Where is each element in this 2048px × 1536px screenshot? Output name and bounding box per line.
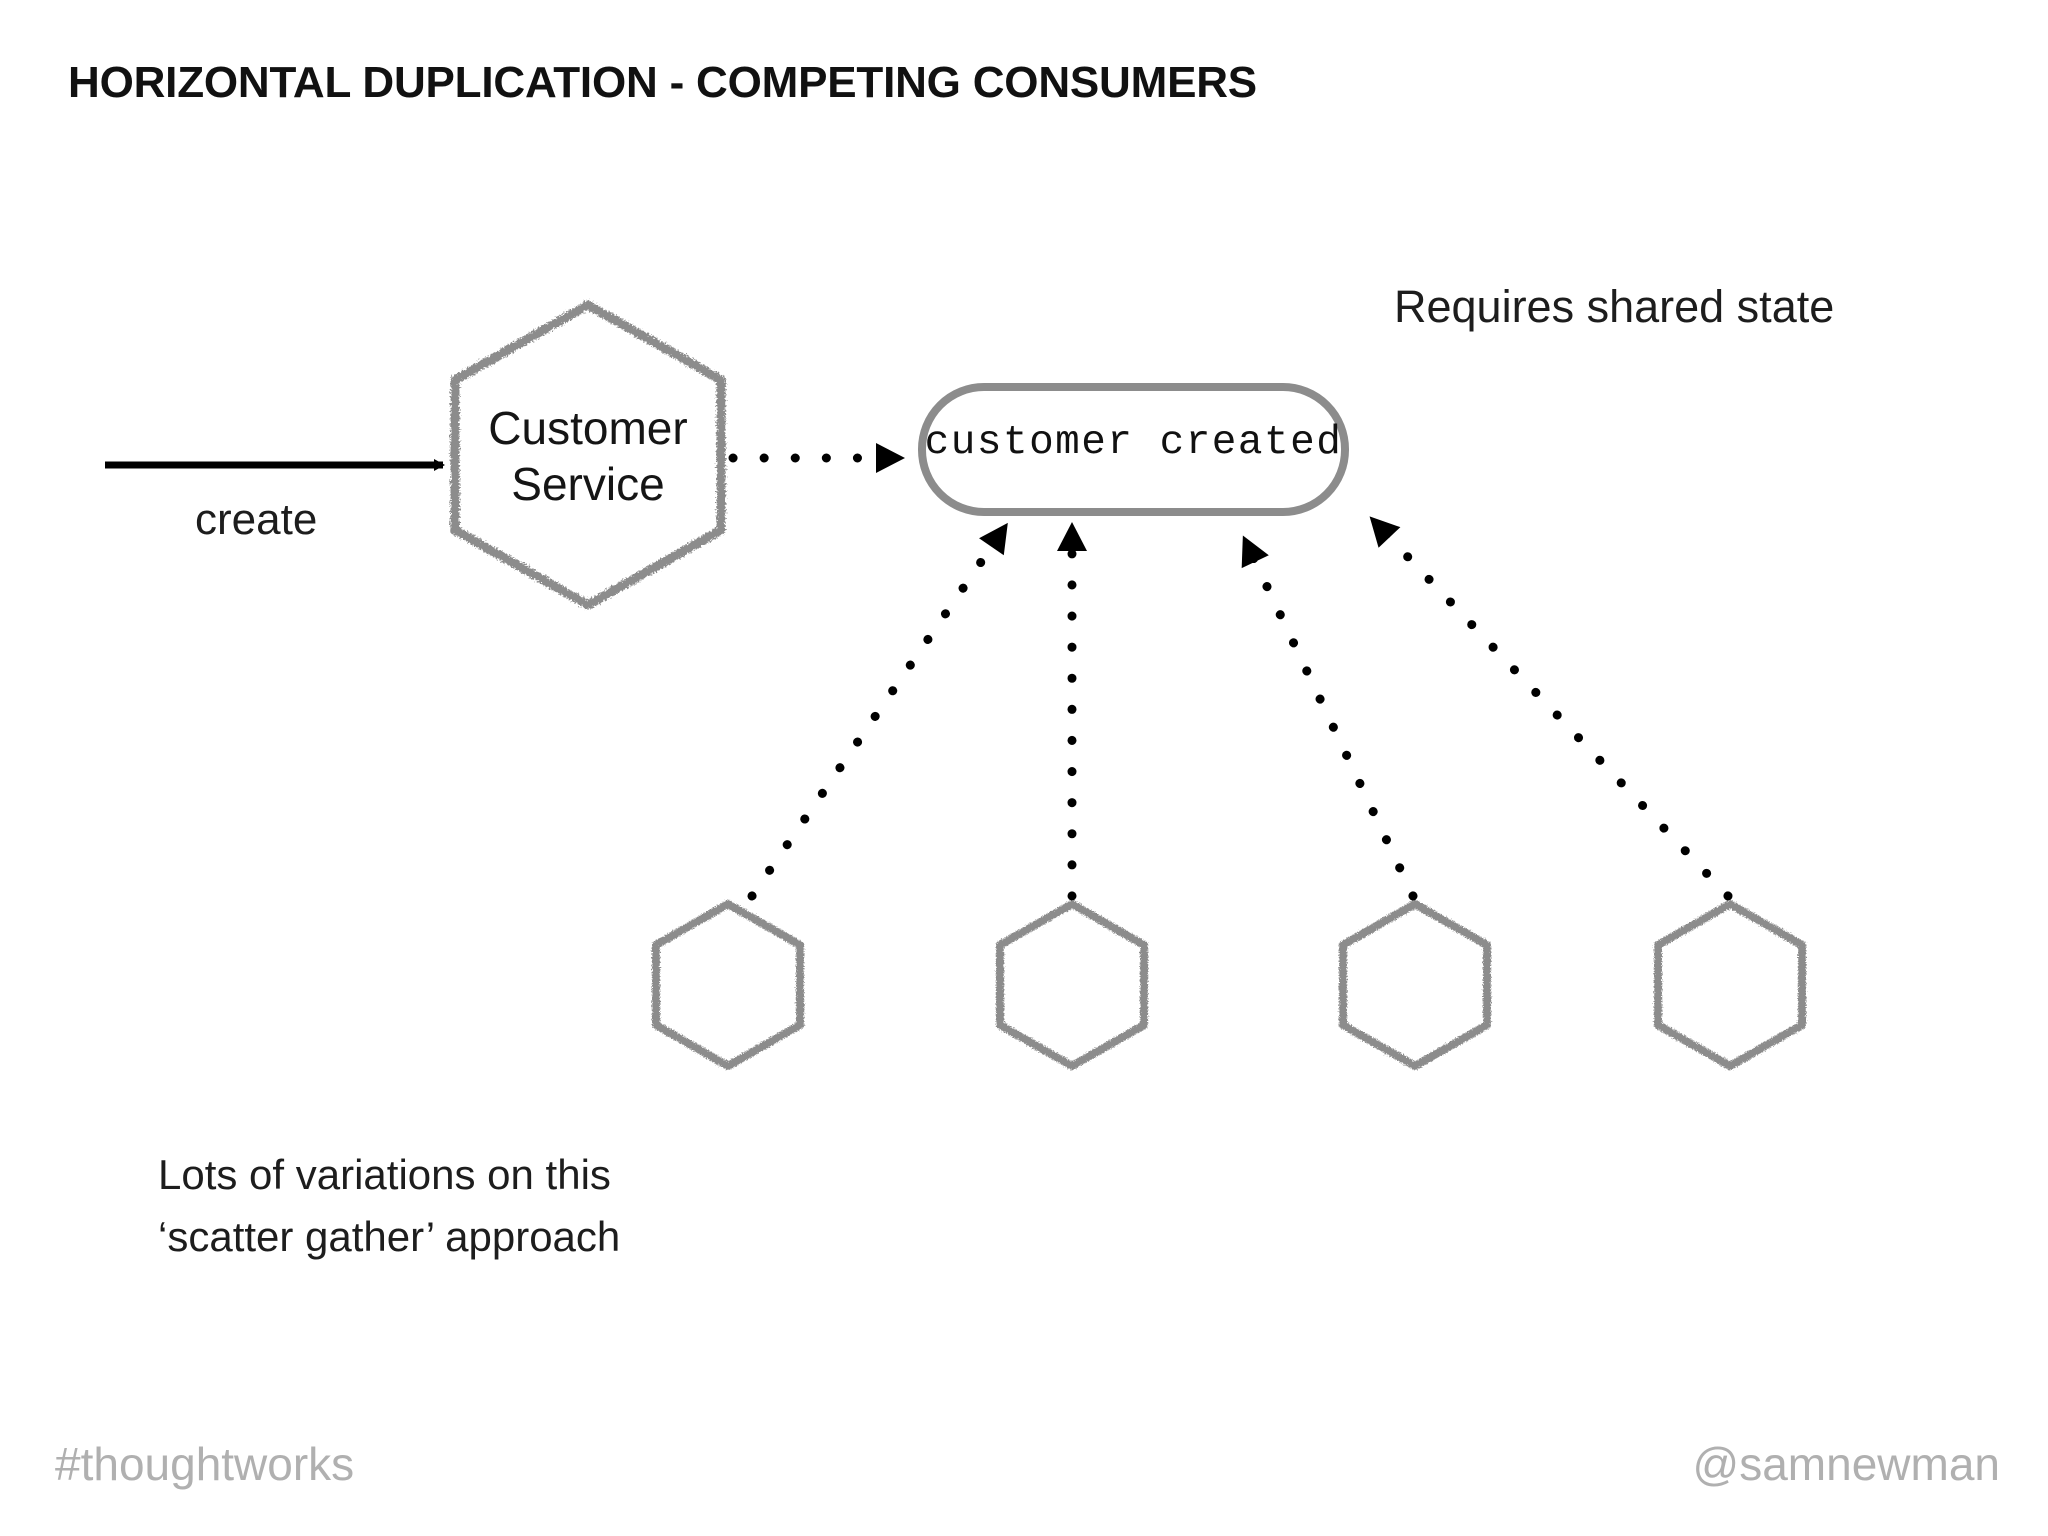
node-label-customer-created: customer created	[924, 420, 1343, 466]
node-consumer-1[interactable]	[652, 900, 804, 1070]
footer-handle: @samnewman	[1692, 1438, 2000, 1490]
edge-consume-3	[1240, 535, 1418, 901]
edge-consume-4	[1368, 515, 1733, 901]
node-consumer-3[interactable]	[1339, 900, 1491, 1070]
page-title: HORIZONTAL DUPLICATION - COMPETING CONSU…	[68, 58, 1257, 107]
annotation-requires-shared-state: Requires shared state	[1394, 281, 1835, 332]
edge-label-create: create	[195, 495, 318, 544]
node-consumer-2[interactable]	[996, 900, 1148, 1070]
annotation-scatter-gather-line-2: ‘scatter gather’ approach	[158, 1213, 621, 1260]
annotation-scatter-gather: Lots of variations on this ‘scatter gathe…	[158, 1144, 620, 1268]
annotation-scatter-gather-line-1: Lots of variations on this	[158, 1151, 611, 1198]
node-label-customer-service: Customer Service	[488, 402, 688, 510]
node-customer-service[interactable]	[450, 300, 726, 610]
footer-hashtag: #thoughtworks	[55, 1438, 355, 1490]
node-customer-created-event[interactable]	[918, 383, 1349, 516]
edge-consume-1	[747, 522, 1010, 901]
node-consumer-4[interactable]	[1654, 900, 1806, 1070]
